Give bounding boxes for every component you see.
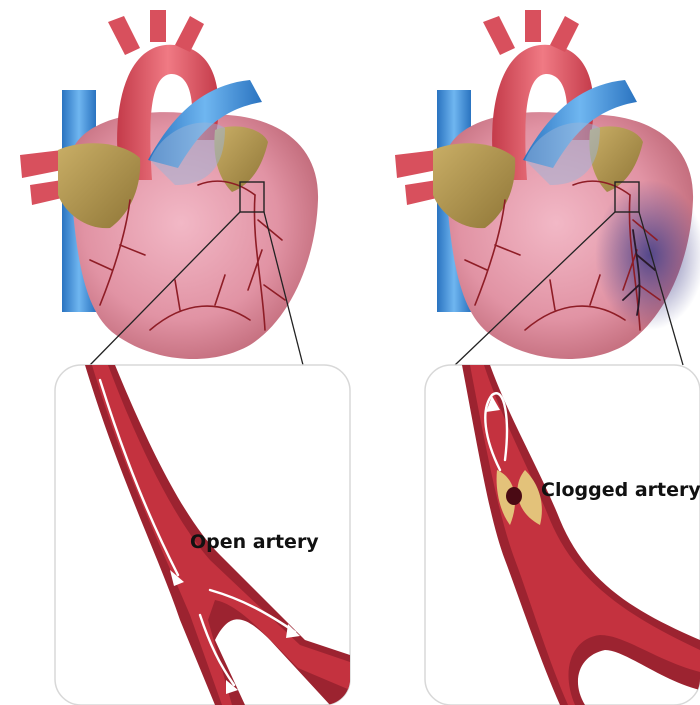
left-pulmonary-vessels bbox=[20, 150, 62, 205]
left-panel-label: Open artery bbox=[190, 531, 319, 553]
right-pulmonary-vessels bbox=[395, 150, 437, 205]
right-panel-label: Clogged artery bbox=[541, 479, 700, 501]
left-heart bbox=[20, 10, 318, 365]
right-ischemia-area bbox=[595, 180, 700, 330]
right-heart bbox=[395, 10, 700, 365]
right-zoom-panel: Clogged artery bbox=[425, 365, 700, 705]
right-clot bbox=[506, 487, 522, 505]
left-zoom-panel: Open artery bbox=[55, 365, 350, 705]
